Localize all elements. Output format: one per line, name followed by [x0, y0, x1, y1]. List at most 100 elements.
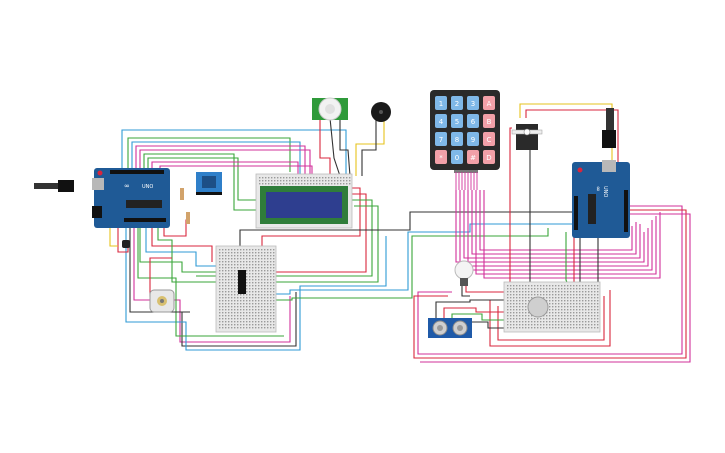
breadboard-hole[interactable]: [270, 267, 272, 269]
breadboard-hole[interactable]: [252, 294, 254, 296]
wire[interactable]: [224, 228, 549, 301]
breadboard-hole[interactable]: [246, 303, 248, 305]
breadboard-hole[interactable]: [259, 180, 261, 182]
breadboard-hole[interactable]: [264, 264, 266, 266]
breadboard-hole[interactable]: [237, 321, 239, 323]
breadboard-hole[interactable]: [261, 258, 263, 260]
breadboard-hole[interactable]: [270, 288, 272, 290]
breadboard-hole[interactable]: [270, 309, 272, 311]
breadboard-hole[interactable]: [231, 249, 233, 251]
breadboard-hole[interactable]: [561, 321, 563, 323]
breadboard-hole[interactable]: [546, 327, 548, 329]
breadboard-right[interactable]: [503, 281, 601, 333]
breadboard-hole[interactable]: [567, 288, 569, 290]
breadboard-hole[interactable]: [274, 177, 276, 179]
breadboard-hole[interactable]: [561, 309, 563, 311]
breadboard-hole[interactable]: [231, 327, 233, 329]
breadboard-hole[interactable]: [261, 276, 263, 278]
breadboard-hole[interactable]: [558, 294, 560, 296]
breadboard-hole[interactable]: [510, 324, 512, 326]
breadboard-hole[interactable]: [267, 270, 269, 272]
breadboard-hole[interactable]: [301, 183, 303, 185]
breadboard-hole[interactable]: [252, 255, 254, 257]
breadboard-hole[interactable]: [225, 273, 227, 275]
wire[interactable]: [129, 226, 297, 347]
breadboard-hole[interactable]: [222, 285, 224, 287]
breadboard-hole[interactable]: [319, 177, 321, 179]
breadboard-hole[interactable]: [264, 288, 266, 290]
breadboard-hole[interactable]: [261, 291, 263, 293]
breadboard-hole[interactable]: [228, 297, 230, 299]
breadboard-hole[interactable]: [304, 177, 306, 179]
breadboard-hole[interactable]: [343, 177, 345, 179]
breadboard-hole[interactable]: [264, 303, 266, 305]
breadboard-hole[interactable]: [252, 282, 254, 284]
breadboard-hole[interactable]: [558, 288, 560, 290]
breadboard-hole[interactable]: [222, 288, 224, 290]
breadboard-hole[interactable]: [222, 300, 224, 302]
breadboard-hole[interactable]: [301, 177, 303, 179]
breadboard-hole[interactable]: [579, 306, 581, 308]
breadboard-hole[interactable]: [273, 321, 275, 323]
breadboard-hole[interactable]: [510, 291, 512, 293]
breadboard-hole[interactable]: [328, 180, 330, 182]
breadboard-hole[interactable]: [522, 312, 524, 314]
keypad-key[interactable]: [451, 114, 463, 128]
breadboard-hole[interactable]: [555, 315, 557, 317]
breadboard-hole[interactable]: [246, 297, 248, 299]
breadboard-hole[interactable]: [270, 315, 272, 317]
breadboard-hole[interactable]: [243, 321, 245, 323]
breadboard-hole[interactable]: [573, 315, 575, 317]
breadboard-hole[interactable]: [255, 294, 257, 296]
breadboard-hole[interactable]: [273, 279, 275, 281]
breadboard-hole[interactable]: [525, 321, 527, 323]
breadboard-hole[interactable]: [552, 300, 554, 302]
breadboard-hole[interactable]: [507, 300, 509, 302]
breadboard-hole[interactable]: [579, 315, 581, 317]
breadboard-hole[interactable]: [219, 318, 221, 320]
breadboard-hole[interactable]: [585, 285, 587, 287]
wire[interactable]: [497, 296, 605, 341]
breadboard-hole[interactable]: [582, 306, 584, 308]
breadboard-hole[interactable]: [219, 324, 221, 326]
breadboard-hole[interactable]: [222, 255, 224, 257]
breadboard-hole[interactable]: [262, 180, 264, 182]
breadboard-hole[interactable]: [234, 264, 236, 266]
breadboard-hole[interactable]: [522, 303, 524, 305]
breadboard-hole[interactable]: [219, 276, 221, 278]
breadboard-hole[interactable]: [240, 264, 242, 266]
breadboard-hole[interactable]: [573, 306, 575, 308]
breadboard-hole[interactable]: [573, 291, 575, 293]
breadboard-hole[interactable]: [258, 288, 260, 290]
breadboard-hole[interactable]: [249, 291, 251, 293]
breadboard-hole[interactable]: [264, 249, 266, 251]
breadboard-hole[interactable]: [240, 303, 242, 305]
breadboard-hole[interactable]: [234, 291, 236, 293]
breadboard-hole[interactable]: [573, 312, 575, 314]
breadboard-hole[interactable]: [573, 303, 575, 305]
breadboard-hole[interactable]: [561, 300, 563, 302]
breadboard-hole[interactable]: [522, 288, 524, 290]
breadboard-hole[interactable]: [222, 291, 224, 293]
breadboard-hole[interactable]: [582, 315, 584, 317]
breadboard-hole[interactable]: [552, 324, 554, 326]
breadboard-hole[interactable]: [273, 294, 275, 296]
breadboard-hole[interactable]: [246, 327, 248, 329]
breadboard-hole[interactable]: [252, 258, 254, 260]
breadboard-hole[interactable]: [262, 177, 264, 179]
breadboard-hole[interactable]: [259, 183, 261, 185]
breadboard-hole[interactable]: [219, 249, 221, 251]
keypad-key[interactable]: [467, 150, 479, 164]
breadboard-hole[interactable]: [268, 177, 270, 179]
breadboard-hole[interactable]: [567, 300, 569, 302]
breadboard-hole[interactable]: [234, 306, 236, 308]
breadboard-hole[interactable]: [234, 300, 236, 302]
breadboard-hole[interactable]: [273, 318, 275, 320]
breadboard-hole[interactable]: [522, 318, 524, 320]
breadboard-hole[interactable]: [219, 261, 221, 263]
breadboard-hole[interactable]: [525, 291, 527, 293]
breadboard-hole[interactable]: [558, 324, 560, 326]
wire[interactable]: [471, 190, 637, 255]
breadboard-hole[interactable]: [237, 276, 239, 278]
